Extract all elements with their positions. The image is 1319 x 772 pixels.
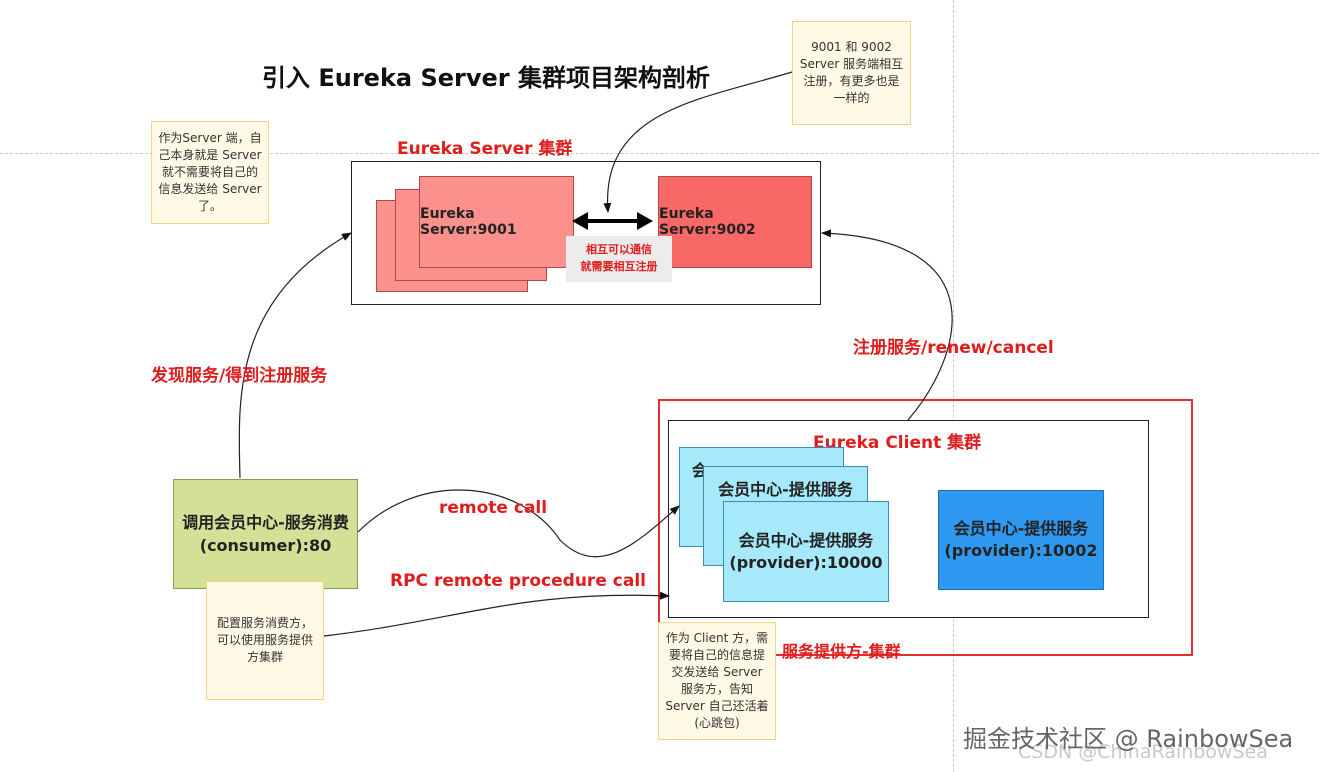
- server-cluster-label: Eureka Server 集群: [397, 139, 573, 159]
- juejin-watermark: 掘金技术社区 @ RainbowSea: [963, 725, 1294, 753]
- provider-10000-line1: 会员中心-提供服务: [738, 530, 874, 550]
- server-cluster-note-text: 9001 和 9002 Server 服务端相互注册，有更多也是一样的: [799, 40, 904, 105]
- rpc-arrow: [323, 591, 670, 637]
- consumer-box: 调用会员中心-服务消费 (consumer):80: [173, 479, 358, 589]
- consumer-note: 配置服务消费方，可以使用服务提供方集群: [206, 581, 324, 700]
- discover-label: 发现服务/得到注册服务: [151, 366, 328, 386]
- server-cluster-note: 9001 和 9002 Server 服务端相互注册，有更多也是一样的: [792, 21, 911, 125]
- provider-10002-box: 会员中心-提供服务 (provider):10002: [938, 490, 1104, 590]
- client-note: 作为 Client 方，需要将自己的信息提交发送给 Server 服务方，告知 …: [658, 622, 776, 740]
- client-cluster-label: Eureka Client 集群: [813, 433, 982, 453]
- csdn-watermark: CSDN @ChinaRainbowSea: [1018, 741, 1268, 763]
- mutual-register-line2: 就需要相互注册: [580, 260, 658, 273]
- remote-call-label: remote call: [439, 498, 548, 518]
- provider-cluster-red-frame: [658, 399, 1193, 656]
- remote-call-arrow: [357, 489, 680, 558]
- provider-stack-mid-label: 会员中心-提供服务: [718, 480, 853, 499]
- provider-10000-box: 会员中心-提供服务 (provider):10000: [723, 501, 889, 602]
- mutual-register-line1: 相互可以通信: [586, 243, 652, 256]
- provider-cluster-label: 服务提供方-集群: [782, 642, 901, 661]
- consumer-line1: 调用会员中心-服务消费: [182, 513, 349, 532]
- note-pointer-line: [603, 71, 793, 213]
- mutual-comm-arrowhead-left: [572, 212, 588, 230]
- register-label: 注册服务/renew/cancel: [853, 338, 1054, 358]
- eureka-server-9002: Eureka Server:9002: [658, 176, 812, 268]
- consumer-note-text: 配置服务消费方，可以使用服务提供方集群: [216, 616, 313, 664]
- provider-10002-line1: 会员中心-提供服务: [953, 519, 1089, 538]
- rpc-label: RPC remote procedure call: [390, 571, 646, 591]
- diagram-title: 引入 Eureka Server 集群项目架构剖析: [262, 64, 710, 92]
- eureka-server-9001-label: Eureka Server:9001: [420, 206, 517, 238]
- provider-10000-line2: (provider):10000: [729, 552, 883, 572]
- consumer-line2: (consumer):80: [199, 536, 332, 555]
- server-self-note: 作为Server 端，自己本身就是 Server 就不需要将自己的信息发送给 S…: [151, 121, 269, 224]
- client-note-text: 作为 Client 方，需要将自己的信息提交发送给 Server 服务方，告知 …: [665, 631, 769, 730]
- mutual-register-note: 相互可以通信 就需要相互注册: [566, 236, 672, 282]
- guide-line-vertical: [953, 0, 954, 772]
- guide-line-horizontal: [0, 153, 1319, 154]
- eureka-server-9001: Eureka Server:9001: [419, 176, 574, 268]
- mutual-comm-arrowhead-right: [637, 212, 653, 230]
- server-self-note-text: 作为Server 端，自己本身就是 Server 就不需要将自己的信息发送给 S…: [158, 131, 262, 213]
- discover-arrow: [238, 232, 352, 479]
- provider-10002-line2: (provider):10002: [944, 541, 1098, 560]
- register-arrow: [821, 229, 953, 421]
- eureka-server-9002-label: Eureka Server:9002: [659, 206, 756, 238]
